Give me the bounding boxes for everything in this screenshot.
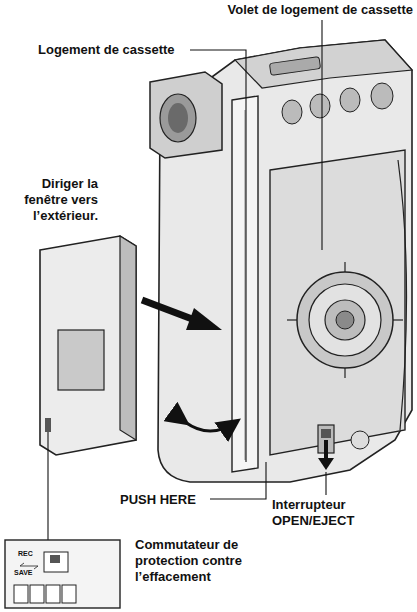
- switch-marking: REC: [18, 550, 33, 558]
- switch-marking: SAVE: [14, 569, 33, 577]
- cassette-window: [58, 330, 104, 390]
- cassette: [40, 236, 136, 455]
- part-label: Volet de logement de cassette: [228, 2, 413, 18]
- viewfinder: [150, 72, 222, 158]
- part-label: Commutateur de protection contre l’effac…: [135, 537, 270, 585]
- part-label: Logement de cassette: [38, 42, 175, 58]
- leader-line: [48, 20, 326, 540]
- inset-detail: [5, 540, 120, 608]
- cassette-slot: [232, 96, 258, 472]
- part-label: Interrupteur OPEN/EJECT: [272, 497, 402, 529]
- instruction-note: Diriger la fenêtre vers l’extérieur.: [2, 176, 98, 224]
- cassette-door: [270, 150, 405, 455]
- part-label: PUSH HERE: [120, 492, 196, 508]
